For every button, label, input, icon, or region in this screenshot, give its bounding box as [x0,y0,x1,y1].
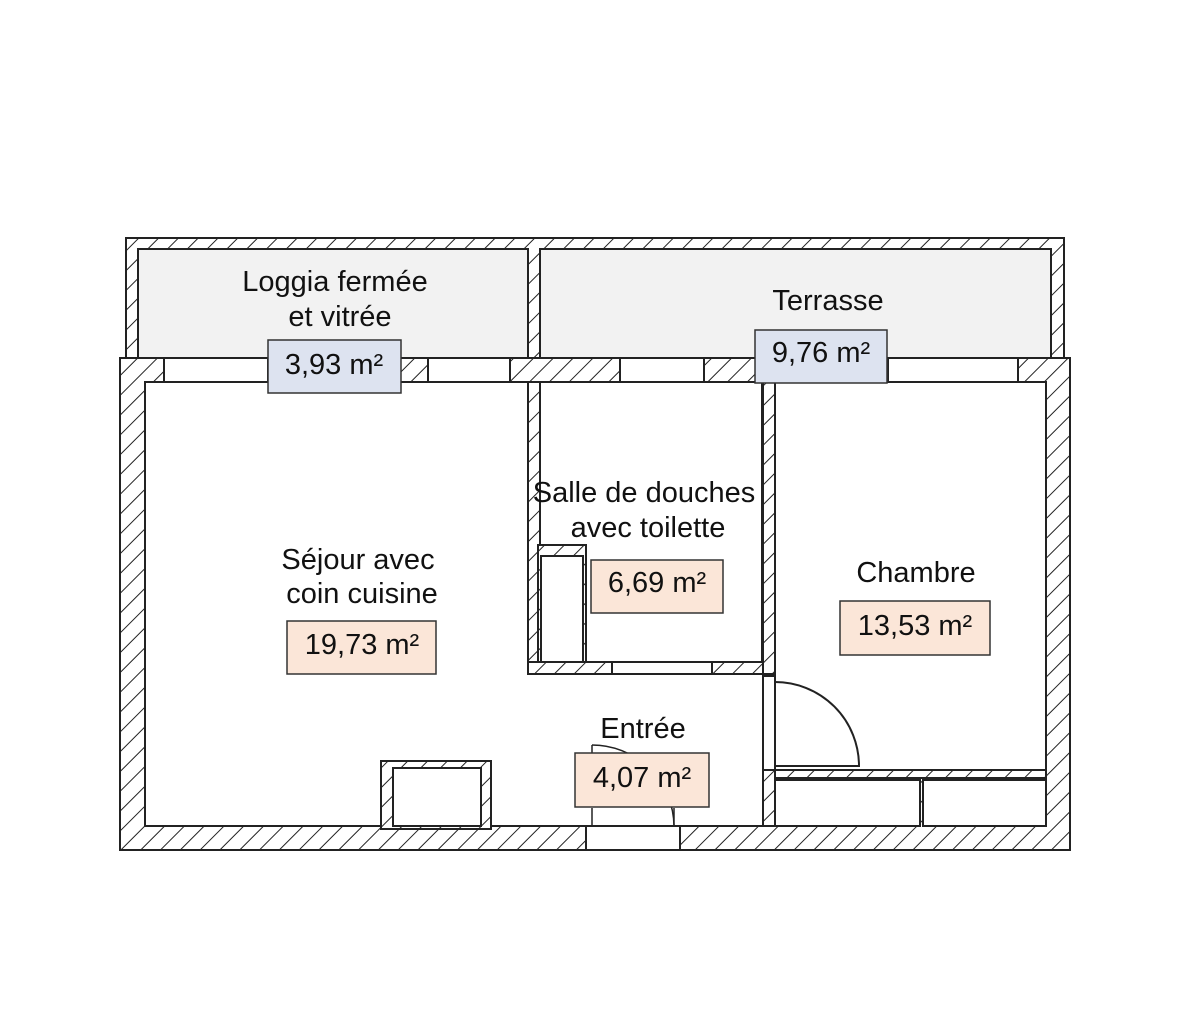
sejour-area-box [286,620,437,675]
entree-area-box [574,752,710,808]
partition-wall-chambre-lower [762,769,776,827]
loggia-area-box [267,339,402,394]
chambre-area: 13,53 m² [858,610,973,642]
salle-door-opening [611,661,713,675]
salle-area-box [590,559,724,614]
salle-label-line2: avec toilette [571,512,726,544]
chambre-area-box [839,600,991,656]
sejour-area: 19,73 m² [305,629,420,661]
loggia-space [137,248,529,359]
salle-label-line1: Salle de douches [533,477,756,509]
entree-area: 4,07 m² [593,762,692,794]
shower-block [537,544,587,663]
entree-label: Entrée [600,713,685,745]
duct-block [380,760,492,830]
chambre-door [762,675,861,771]
terrasse-label: Terrasse [772,285,883,317]
chambre-label: Chambre [856,557,975,589]
closets [774,779,1047,827]
terrasse-area: 9,76 m² [772,337,871,369]
terrasse-area-box [754,329,888,384]
loggia-label-line1: Loggia fermée [242,266,427,298]
sejour-label-line2: coin cuisine [286,578,438,610]
loggia-label-line2: et vitrée [288,301,391,333]
partition-wall-salle-chambre [762,381,776,675]
partition-wall-chambre-bottom [774,769,1047,779]
sejour-label-line1: Séjour avec [281,544,434,576]
chambre-space [774,381,1047,779]
top-windows [163,357,1019,383]
loggia-area: 3,93 m² [285,349,384,381]
salle-area: 6,69 m² [608,567,707,599]
